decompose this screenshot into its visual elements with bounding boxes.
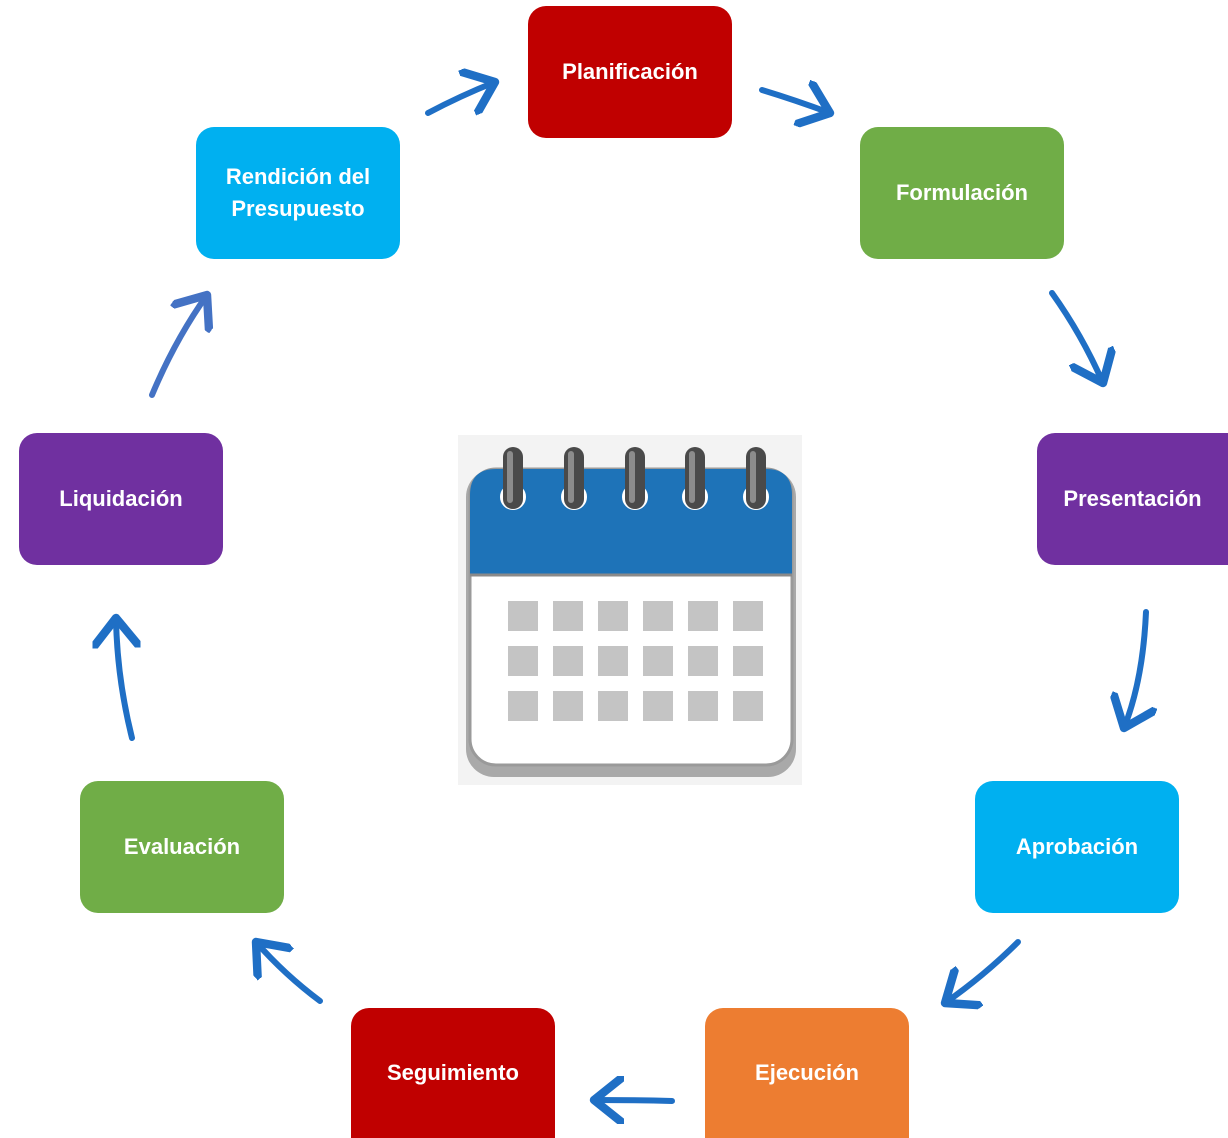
stage-planificacion: Planificación: [528, 6, 732, 138]
stage-evaluacion: Evaluación: [80, 781, 284, 913]
stage-label: Presentación: [1063, 486, 1202, 511]
stage-seguimiento: Seguimiento: [351, 1008, 555, 1138]
stage-label: Seguimiento: [386, 1060, 519, 1085]
stage-label: Ejecución: [755, 1060, 859, 1085]
stage-label: Evaluación: [123, 834, 241, 859]
arrow-ejecucion-to-seguimiento: [594, 1100, 675, 1101]
arrow-seguimiento-to-evaluacion: [256, 942, 323, 1004]
stage-liquidacion: Liquidación: [19, 433, 223, 565]
stage-presentacion: Presentación: [1037, 433, 1228, 565]
stage-label: Rendición del Presupuesto: [225, 164, 371, 221]
arrow-formulacion-to-presentacion: [1049, 290, 1103, 383]
calendar-icon: [458, 435, 802, 785]
stage-formulacion: Formulación: [860, 127, 1064, 259]
arrow-liquidacion-to-rendicion: [149, 295, 207, 398]
arrow-planificacion-to-formulacion: [759, 90, 830, 113]
arrow-aprobacion-to-ejecucion: [945, 939, 1021, 1003]
stage-label: Liquidación: [59, 486, 183, 511]
stage-label: Formulación: [895, 180, 1028, 205]
stage-label: Aprobación: [1015, 834, 1139, 859]
stage-label: Planificación: [562, 59, 698, 84]
arrow-evaluacion-to-liquidacion: [116, 618, 132, 741]
stage-aprobacion: Aprobación: [975, 781, 1179, 913]
stage-ejecucion: Ejecución: [705, 1008, 909, 1138]
arrow-rendicion-to-planificacion: [425, 82, 495, 116]
arrow-presentacion-to-aprobacion: [1124, 609, 1146, 728]
stage-rendicion: Rendición del Presupuesto: [196, 127, 400, 259]
